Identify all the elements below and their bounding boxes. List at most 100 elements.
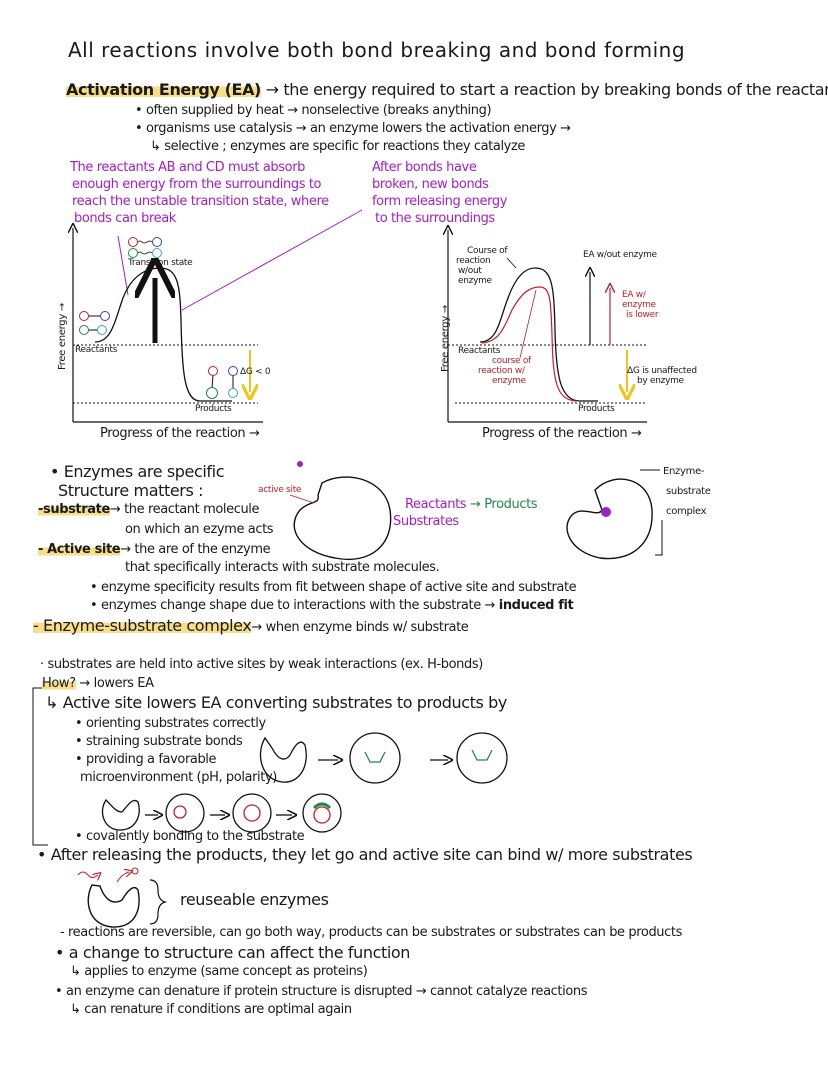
atom-b — [228, 366, 238, 376]
mechanism-way: • orienting substrates correctly — [75, 716, 266, 731]
bracket — [32, 687, 48, 846]
course-with-label: course of — [492, 356, 531, 366]
reaction-curve — [94, 267, 232, 402]
course-without-label: Course of — [467, 246, 508, 256]
complex-term: - Enzyme-substrate complex — [33, 616, 252, 635]
active-site-definition: → the are of the enzyme — [120, 542, 271, 557]
atom-c — [128, 248, 138, 258]
activation-bullet: • organisms use catalysis → an enzyme lo… — [135, 121, 571, 136]
atom-d — [228, 388, 238, 398]
diagram1-note: The reactants AB and CD must absorb — [70, 160, 305, 175]
right-note: to the surroundings — [375, 211, 495, 226]
course-with-label: enzyme — [492, 376, 526, 386]
curve-without-enzyme — [479, 267, 598, 402]
diagram1-note: reach the unstable transition state, whe… — [72, 194, 329, 209]
right-note: form releasing energy — [372, 194, 507, 209]
course-without-label: w/out — [458, 266, 482, 276]
right-note: After bonds have — [372, 160, 477, 175]
delta-g-label: ΔG is unaffected — [627, 366, 697, 376]
y-axis-label: Free energy → — [57, 303, 68, 370]
activation-energy-term: Activation Energy (EA) — [66, 80, 261, 99]
course-without-label: enzyme — [458, 276, 492, 286]
complex-definition: → when enzyme binds w/ substrate — [251, 620, 469, 635]
diagram1-note: enough energy from the surroundings to — [72, 177, 322, 192]
substrate-line: -substrate→ the reactant molecule — [38, 502, 259, 517]
atom-c — [79, 325, 89, 335]
induced-fit-sequence-2 — [101, 793, 342, 833]
complex-label: Enzyme- — [663, 466, 705, 477]
reuse-line: - reactions are reversible, can go both … — [60, 925, 682, 940]
curve-with-enzyme — [481, 286, 577, 402]
how-line: How? → lowers EA — [42, 676, 154, 691]
reuse-line: • an enzyme can denature if protein stru… — [55, 984, 588, 999]
reactants-label: Reactants — [75, 345, 118, 355]
atom-a — [128, 237, 138, 247]
ea-without-label: EA w/out enzyme — [583, 250, 657, 260]
active-site-line: - Active site→ the are of the enzyme — [38, 542, 271, 557]
complex-line: - Enzyme-substrate complex→ when enzyme … — [33, 616, 469, 637]
pointer-line — [181, 209, 363, 311]
active-site-definition-cont: that specifically interacts with substra… — [125, 560, 440, 575]
active-site-term: - Active site — [38, 542, 121, 557]
products-label: → Products — [470, 497, 538, 512]
right-note: broken, new bonds — [372, 177, 489, 192]
complex-label: complex — [666, 506, 707, 517]
activation-bullet: • often supplied by heat → nonselective … — [135, 103, 492, 118]
mechanism-way: microenvironment (pH, polarity) — [80, 770, 277, 785]
enzyme-substrate-shape — [566, 478, 653, 560]
delta-g-label: by enzyme — [637, 376, 684, 386]
induced-fit-sequence-1 — [259, 732, 508, 784]
after-releasing: • After releasing the products, they let… — [37, 845, 693, 864]
delta-g-label: ΔG < 0 — [240, 367, 271, 377]
structure-matters: Structure matters : — [58, 481, 204, 500]
reuse-drawing — [77, 867, 168, 928]
substrate-term: -substrate — [38, 502, 110, 517]
reactants-label: Reactants — [458, 346, 501, 356]
energy-diagram-2 — [448, 230, 647, 423]
how-answer: → lowers EA — [79, 676, 154, 691]
induced-fit-text: • enzymes change shape due to interactio… — [90, 598, 496, 613]
atom-b — [100, 311, 110, 321]
atom-b — [152, 237, 162, 247]
reuseable-enzymes: reuseable enzymes — [180, 890, 329, 909]
diagram1-note: bonds can break — [74, 211, 176, 226]
y-axis-label: Free energy → — [440, 305, 451, 372]
products-label: Products — [578, 404, 615, 414]
enzyme-shape — [293, 476, 392, 560]
held-line: · substrates are held into active sites … — [40, 657, 483, 672]
mechanism-way: • straining substrate bonds — [75, 734, 243, 749]
pointer-line — [117, 235, 129, 296]
mechanism-way: • covalently bonding to the substrate — [75, 829, 305, 844]
substrate-dot — [297, 461, 303, 467]
substrate-definition: → the reactant molecule — [109, 502, 260, 517]
transition-state-label: Transition state — [128, 258, 193, 268]
substrates-label: Substrates — [393, 514, 459, 529]
enzymes-specific: • Enzymes are specific — [50, 462, 225, 481]
reuse-line: • a change to structure can affect the f… — [55, 943, 411, 962]
course-without-label: reaction — [456, 256, 491, 266]
mechanism-way: • providing a favorable — [75, 752, 217, 767]
x-axis-label: Progress of the reaction → — [482, 426, 642, 441]
atom-c — [206, 387, 218, 399]
substrate-definition-cont: on which an ezyme acts — [125, 522, 274, 537]
activation-energy-definition: → the energy required to start a reactio… — [265, 80, 828, 99]
products-label: Products — [195, 404, 232, 414]
ea-with-label: is lower — [626, 310, 659, 320]
reuse-line: ↳ applies to enzyme (same concept as pro… — [70, 964, 368, 979]
atom-a — [208, 366, 218, 376]
energy-diagram-1 — [73, 228, 263, 423]
ea-with-label: EA w/ — [622, 290, 646, 300]
bracket — [640, 469, 663, 556]
atom-d — [152, 248, 162, 258]
induced-fit-bullet: • enzymes change shape due to interactio… — [90, 598, 574, 613]
active-site-lowers: ↳ Active site lowers EA converting subst… — [45, 693, 507, 712]
induced-fit-term: induced fit — [498, 598, 574, 613]
activation-bullet: ↳ selective ; enzymes are specific for r… — [150, 139, 525, 154]
page-title: All reactions involve both bond breaking… — [68, 38, 686, 62]
active-site-label: active site — [258, 485, 302, 495]
atom-a — [79, 311, 89, 321]
ea-with-label: enzyme — [622, 300, 656, 310]
activation-energy-line: Activation Energy (EA) → the energy requ… — [66, 80, 828, 99]
reuse-line: ↳ can renature if conditions are optimal… — [70, 1002, 352, 1017]
